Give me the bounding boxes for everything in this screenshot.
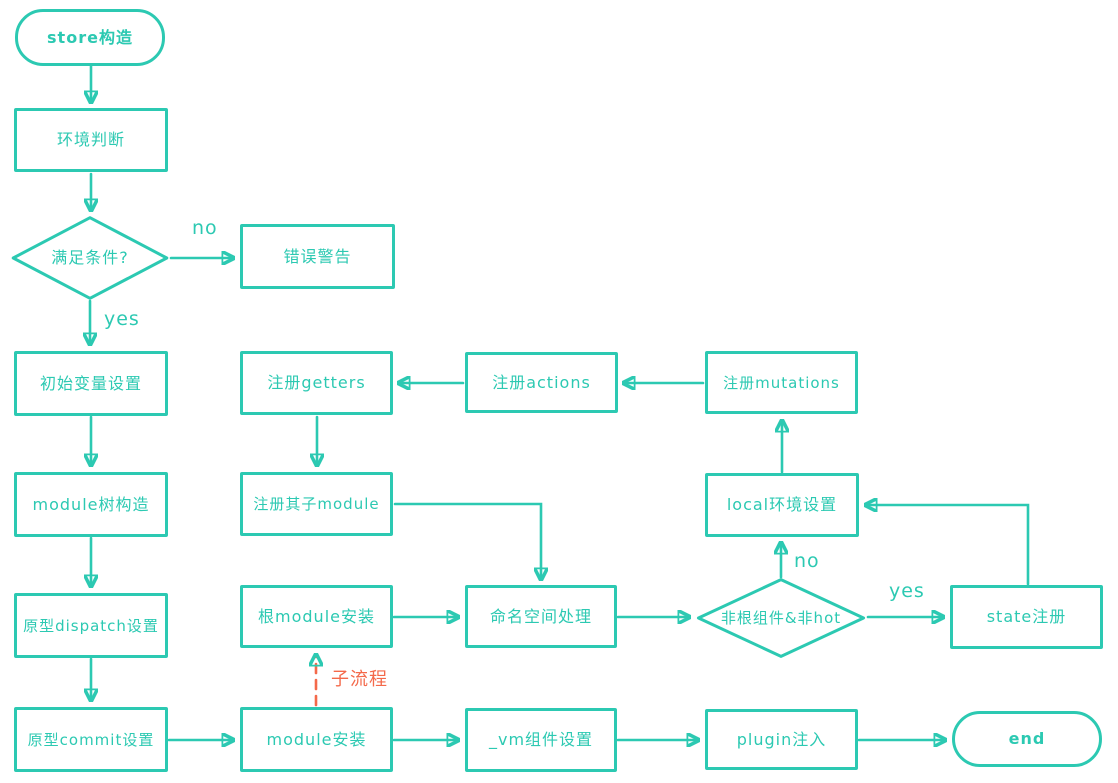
edge-childmodule-to-namespace: [393, 502, 541, 579]
node-label: state注册: [986, 607, 1067, 627]
node-label: plugin注入: [736, 729, 827, 749]
node-label: 满足条件?: [51, 248, 129, 268]
node-label: local环境设置: [726, 495, 838, 515]
node-reg-mutations: 注册mutations: [705, 351, 858, 414]
node-label: 注册getters: [267, 373, 366, 393]
node-label: 原型commit设置: [27, 730, 155, 749]
node-label: 初始变量设置: [39, 373, 142, 393]
node-proto-dispatch: 原型dispatch设置: [14, 593, 168, 658]
node-end: end: [952, 711, 1102, 767]
node-condition: 满足条件?: [10, 216, 170, 300]
node-label: _vm组件设置: [488, 730, 594, 750]
node-label: 根module安装: [258, 606, 375, 626]
node-reg-actions: 注册actions: [465, 352, 618, 413]
edge-label-condition-no: no: [192, 217, 218, 239]
node-error-warn: 错误警告: [240, 224, 395, 289]
node-plugin-inject: plugin注入: [705, 709, 858, 770]
node-label: 命名空间处理: [489, 606, 592, 626]
diamond-shape: [10, 216, 170, 300]
node-label: 非根组件&非hot: [720, 609, 842, 627]
node-label: 原型dispatch设置: [23, 616, 159, 635]
node-module-tree: module树构造: [14, 472, 168, 537]
node-reg-child-module: 注册其子module: [240, 472, 393, 536]
node-state-register: state注册: [950, 585, 1103, 649]
node-root-module-install: 根module安装: [240, 585, 393, 648]
node-local-env: local环境设置: [705, 473, 859, 537]
node-non-root-not-hot: 非根组件&非hot: [695, 578, 867, 658]
edge-label-hot-yes: yes: [889, 580, 925, 602]
node-namespace-handling: 命名空间处理: [465, 585, 617, 648]
node-vm-component-setup: _vm组件设置: [465, 708, 617, 772]
node-env-check: 环境判断: [14, 108, 168, 172]
node-label: 注册mutations: [723, 373, 840, 392]
edge-state-to-localenv: [866, 505, 1030, 586]
edge-label-subflow: 子流程: [331, 669, 388, 690]
node-label: module安装: [266, 729, 367, 749]
node-proto-commit: 原型commit设置: [14, 707, 168, 772]
node-reg-getters: 注册getters: [240, 351, 393, 415]
node-label: 注册其子module: [253, 495, 380, 513]
node-label: end: [1008, 729, 1046, 749]
edge-label-condition-yes: yes: [104, 308, 140, 330]
node-label: 环境判断: [56, 130, 125, 150]
node-label: 错误警告: [283, 246, 352, 266]
node-label: 注册actions: [492, 372, 591, 392]
node-init-vars: 初始变量设置: [14, 351, 168, 416]
node-label: store构造: [47, 27, 133, 47]
edge-label-hot-no: no: [794, 550, 820, 572]
node-module-install: module安装: [240, 707, 393, 772]
diamond-shape: [695, 578, 867, 658]
node-start: store构造: [15, 9, 165, 66]
node-label: module树构造: [32, 494, 150, 514]
